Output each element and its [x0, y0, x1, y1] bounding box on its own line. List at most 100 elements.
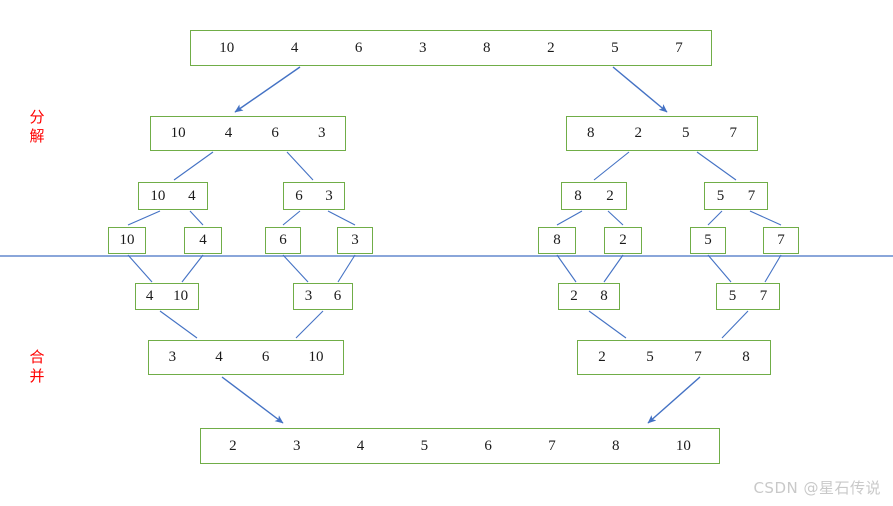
- array-cell: 6: [295, 187, 303, 204]
- array-cell: 4: [145, 288, 154, 304]
- array-box-d3-5: 2: [604, 227, 642, 254]
- array-cell: 7: [777, 232, 785, 248]
- array-cell: 5: [611, 39, 619, 56]
- array-box-m1-0: 4 10: [135, 283, 199, 310]
- array-box-m2-0: 3 4 6 10: [148, 340, 344, 375]
- array-cell: 7: [694, 349, 702, 365]
- array-cell: 8: [742, 349, 750, 365]
- connector-line: [337, 254, 356, 283]
- array-cell: 7: [747, 187, 756, 204]
- array-cell: 3: [418, 39, 427, 56]
- connector-line: [588, 310, 627, 339]
- array-cell: 4: [215, 349, 223, 365]
- array-cell: 2: [634, 125, 643, 141]
- array-box-d3-0: 10: [108, 227, 146, 254]
- array-cell: 2: [570, 288, 578, 304]
- array-cell: 4: [290, 39, 299, 56]
- connector-line: [181, 254, 204, 283]
- connector-line: [127, 210, 161, 226]
- array-cell: 7: [729, 125, 738, 141]
- connector-line: [749, 210, 782, 226]
- array-cell: 10: [150, 187, 166, 204]
- array-cell: 8: [600, 288, 608, 304]
- array-cell: 5: [716, 187, 725, 204]
- connector-arrow: [234, 66, 301, 113]
- connector-line: [282, 210, 301, 226]
- array-cell: 5: [420, 437, 429, 454]
- connector-line: [764, 254, 782, 283]
- array-cell: 6: [333, 288, 342, 304]
- array-cell: 10: [173, 288, 189, 304]
- array-cell: 5: [646, 349, 654, 365]
- connector-line: [593, 151, 630, 181]
- array-cell: 2: [606, 187, 614, 204]
- array-cell: 4: [224, 125, 233, 141]
- array-cell: 10: [119, 232, 135, 248]
- watermark-text: CSDN @星石传说: [753, 479, 881, 497]
- connector-line: [189, 210, 204, 226]
- array-cell: 3: [317, 125, 326, 141]
- phase-label-char: 合: [29, 348, 45, 366]
- connector-line: [286, 151, 314, 181]
- phase-label-char: 解: [29, 127, 45, 145]
- array-cell: 6: [484, 437, 492, 454]
- connector-line: [556, 254, 577, 283]
- connector-line: [159, 310, 198, 339]
- array-cell: 4: [356, 437, 365, 454]
- array-cell: 3: [292, 437, 301, 454]
- array-cell: 8: [483, 39, 491, 56]
- connector-line: [127, 254, 153, 283]
- connector-line: [282, 254, 309, 283]
- array-box-d3-6: 5: [690, 227, 726, 254]
- phase-label-merge: 合并: [26, 348, 48, 386]
- array-cell: 6: [261, 349, 270, 365]
- array-box-d3-3: 3: [337, 227, 373, 254]
- array-cell: 2: [229, 437, 237, 454]
- array-cell: 10: [219, 39, 235, 56]
- array-cell: 2: [547, 39, 555, 56]
- array-cell: 7: [759, 288, 768, 304]
- array-cell: 10: [170, 125, 186, 141]
- connector-line: [696, 151, 737, 181]
- connector-arrow: [221, 376, 284, 424]
- connector-arrow: [647, 376, 701, 424]
- phase-label-decompose: 分解: [26, 108, 48, 146]
- array-box-d3-1: 4: [184, 227, 222, 254]
- array-box-d1-0: 10 4 6 3: [150, 116, 346, 151]
- array-box-d3-4: 8: [538, 227, 576, 254]
- connector-line: [173, 151, 214, 181]
- connector-line: [607, 210, 624, 226]
- array-box-d3-2: 6: [265, 227, 301, 254]
- connector-line: [707, 210, 723, 226]
- array-cell: 6: [279, 232, 287, 248]
- array-box-d3-7: 7: [763, 227, 799, 254]
- array-cell: 3: [351, 232, 359, 248]
- array-cell: 4: [188, 187, 196, 204]
- array-cell: 5: [704, 232, 712, 248]
- array-box-d2-0: 10 4: [138, 182, 208, 210]
- array-cell: 7: [675, 39, 683, 56]
- array-cell: 2: [619, 232, 627, 248]
- array-cell: 5: [728, 288, 737, 304]
- array-box-m2-1: 2 5 7 8: [577, 340, 771, 375]
- array-cell: 6: [271, 125, 279, 141]
- array-cell: 6: [354, 39, 363, 56]
- connector-line: [603, 254, 624, 283]
- connector-line: [295, 310, 324, 339]
- array-cell: 4: [199, 232, 207, 248]
- connector-line: [327, 210, 356, 226]
- connector-line: [707, 254, 732, 283]
- array-cell: 10: [308, 349, 324, 365]
- array-cell: 7: [548, 437, 556, 454]
- array-cell: 3: [168, 349, 177, 365]
- connector-arrow: [612, 66, 668, 113]
- array-cell: 10: [675, 437, 691, 454]
- array-cell: 8: [574, 187, 582, 204]
- array-cell: 2: [598, 349, 606, 365]
